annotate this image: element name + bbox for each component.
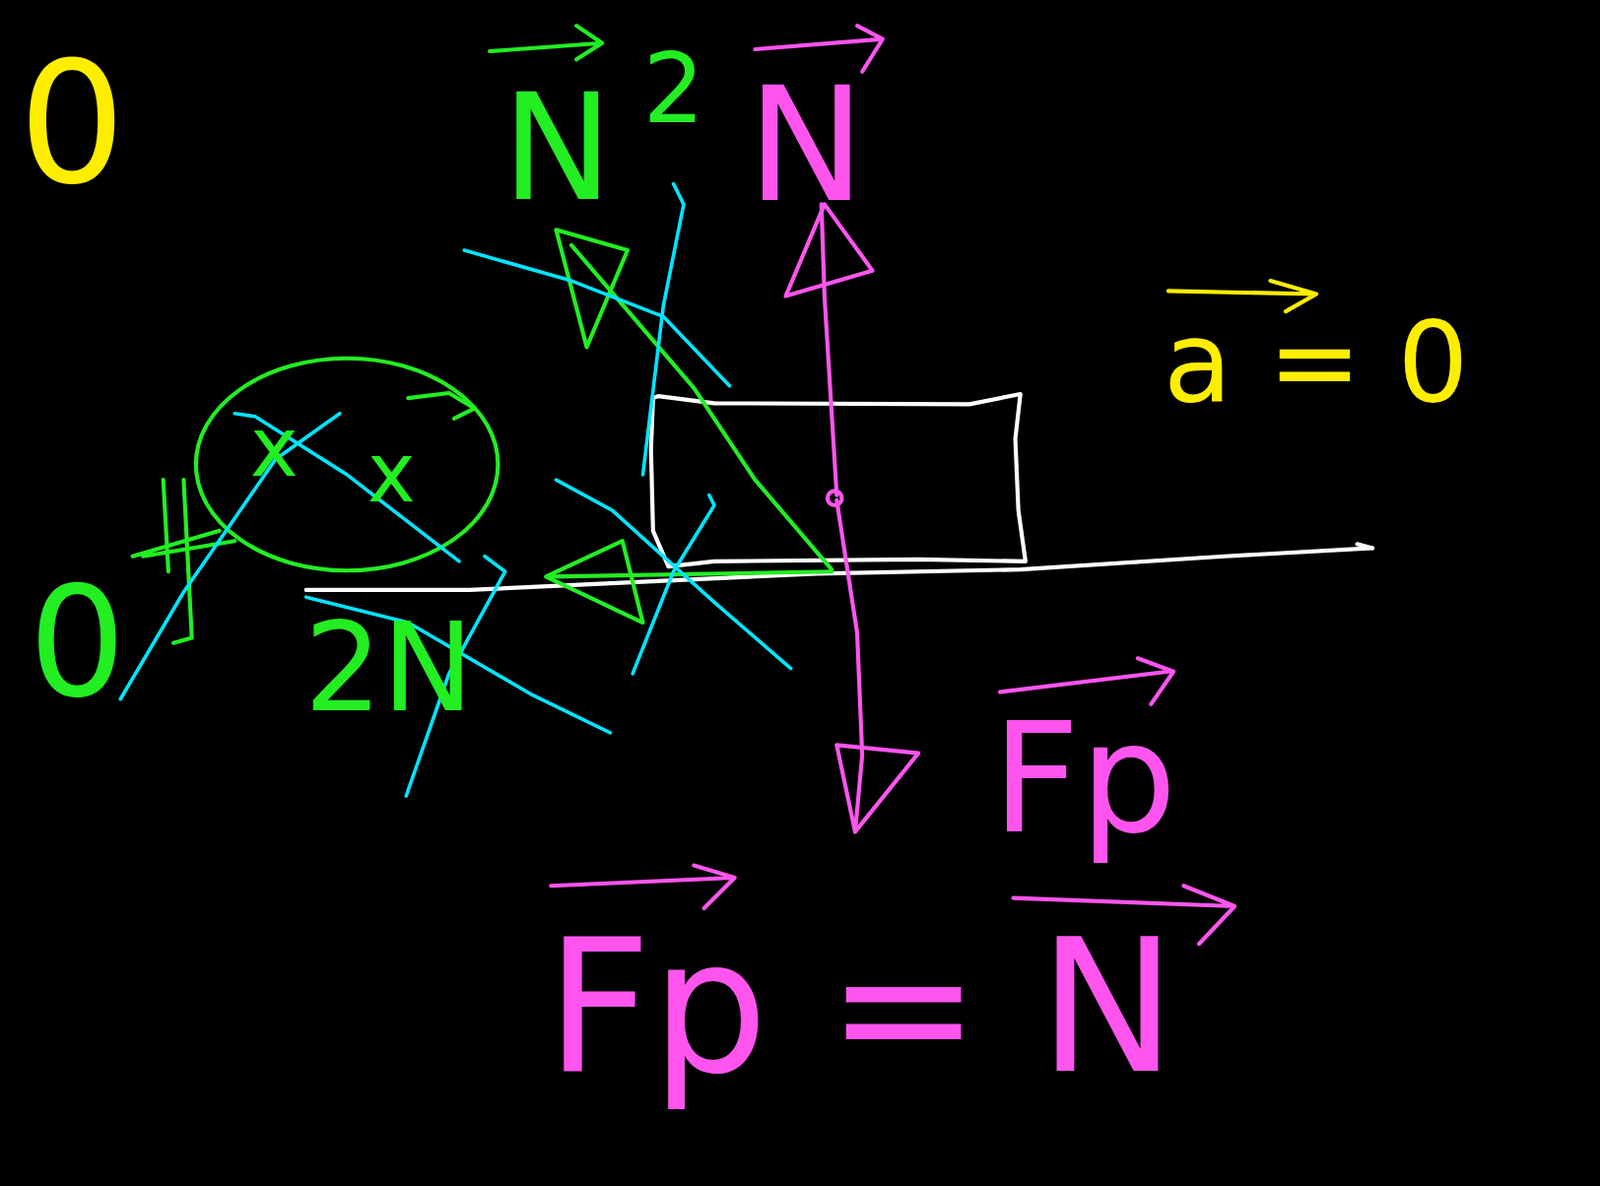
green-hash: [407, 393, 474, 419]
strike-line: [643, 184, 684, 475]
ground-tick: [1357, 543, 1374, 548]
crossed-term: x: [367, 433, 416, 516]
green-vector-arrow: [489, 25, 602, 60]
strike-line: [632, 495, 715, 674]
force-symbol: Fp: [992, 702, 1178, 856]
crossed-term: x: [250, 407, 299, 490]
green-arrowhead: [545, 540, 643, 623]
zero-mark: 0: [28, 566, 127, 720]
center-dot: [827, 490, 843, 506]
strike-line: [464, 250, 730, 387]
force-symbol: N: [746, 66, 866, 226]
block: [651, 394, 1026, 567]
force-symbol: N: [502, 73, 613, 222]
crossed-term: 2N: [304, 606, 474, 730]
green-arrow-left: [550, 571, 832, 577]
force-equation: Fp = N: [545, 916, 1177, 1100]
acceleration-equation: a = 0: [1163, 306, 1469, 419]
zero-mark: 0: [18, 40, 127, 209]
ground-line: [306, 547, 1373, 590]
normal-force-line: [821, 203, 838, 495]
weight-line: [836, 500, 863, 833]
vector-arrow: [1000, 658, 1174, 705]
exponent: 2: [643, 40, 706, 137]
green-circle: [196, 358, 499, 571]
weight-head: [836, 744, 919, 832]
vector-arrow: [550, 866, 734, 910]
vector-arrow: [754, 25, 882, 72]
green-hash: [133, 479, 236, 644]
